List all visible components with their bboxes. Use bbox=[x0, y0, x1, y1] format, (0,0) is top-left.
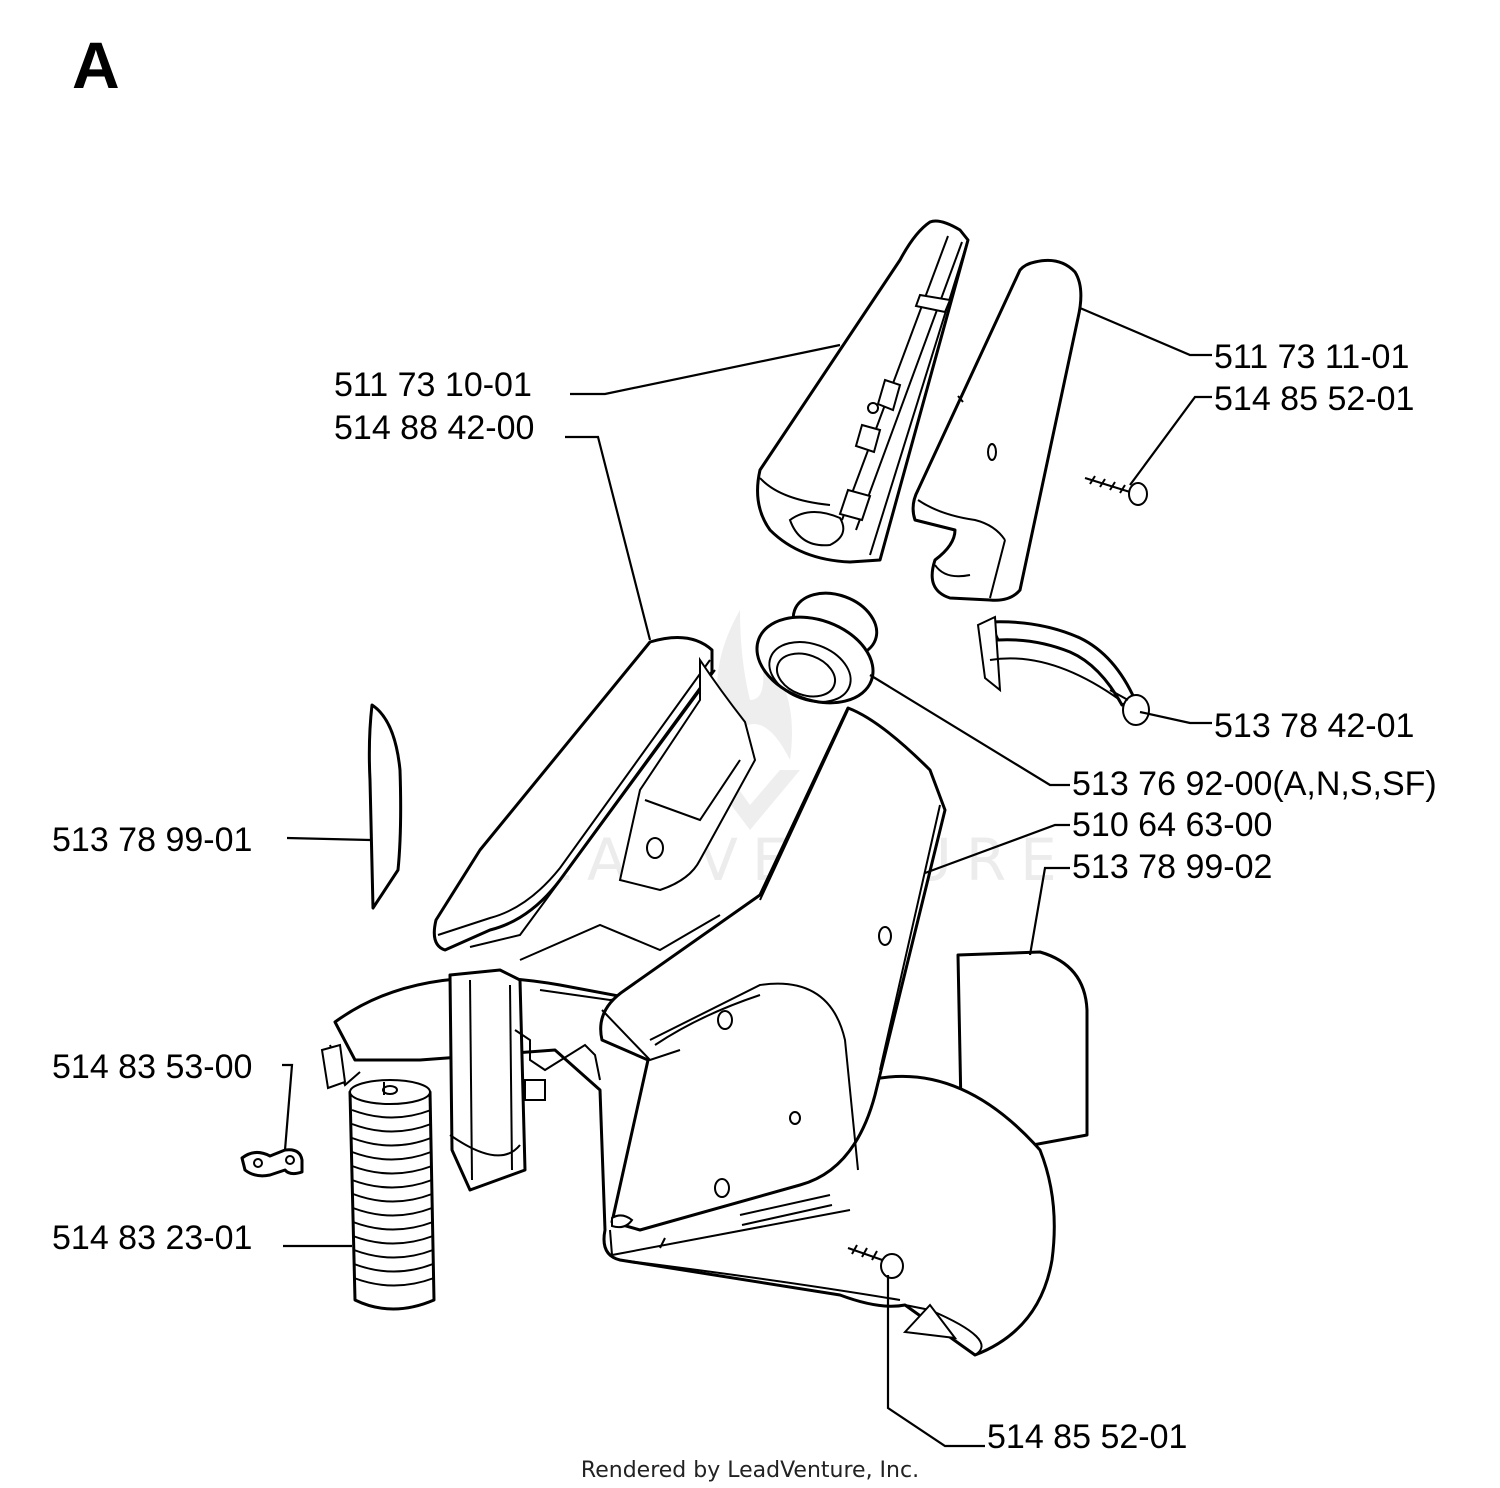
label-screw-bottom: 514 85 52-01 bbox=[987, 1418, 1187, 1456]
cover-right-half bbox=[911, 258, 1083, 602]
decal-left bbox=[367, 703, 403, 910]
label-grommet: 513 76 92-00(A,N,S,SF) bbox=[1072, 765, 1437, 803]
cover-left-half bbox=[756, 219, 970, 564]
label-cover-left-kit: 514 88 42-00 bbox=[334, 409, 534, 447]
spring bbox=[348, 1079, 436, 1311]
label-decal-right: 513 78 99-02 bbox=[1072, 848, 1272, 886]
leader-lines bbox=[282, 306, 1212, 1448]
label-decal-left: 513 78 99-01 bbox=[52, 821, 252, 859]
label-housing: 510 64 63-00 bbox=[1072, 806, 1272, 844]
label-spring: 514 83 23-01 bbox=[52, 1219, 252, 1257]
label-screw-top: 514 85 52-01 bbox=[1214, 380, 1414, 418]
label-cover-left: 511 73 10-01 bbox=[334, 366, 532, 404]
clamp bbox=[976, 615, 1150, 726]
housing bbox=[320, 636, 1056, 1357]
screw-bottom bbox=[847, 1244, 904, 1279]
label-clamp: 513 78 42-01 bbox=[1214, 707, 1414, 745]
screw-top bbox=[1084, 475, 1148, 506]
clip bbox=[240, 1148, 304, 1178]
label-clip: 514 83 53-00 bbox=[52, 1048, 252, 1086]
grommet bbox=[755, 591, 879, 705]
footer-credit: Rendered by LeadVenture, Inc. bbox=[581, 1458, 919, 1483]
label-cover-right: 511 73 11-01 bbox=[1214, 338, 1409, 376]
section-letter: A bbox=[72, 28, 120, 102]
